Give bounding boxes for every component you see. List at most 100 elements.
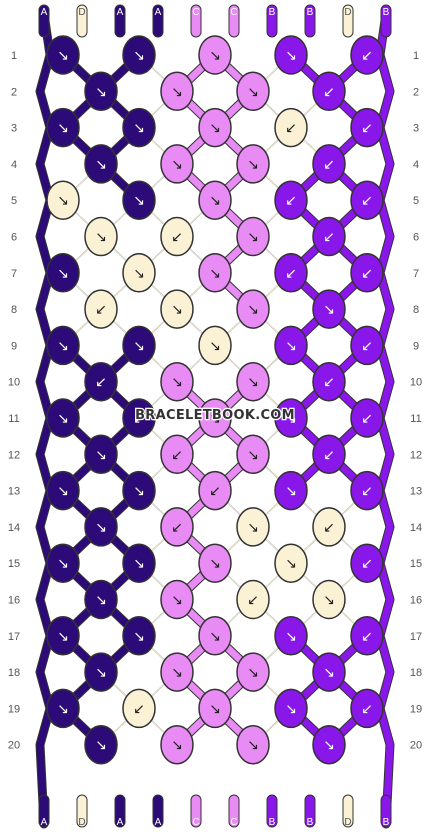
knot bbox=[160, 144, 194, 184]
row-label-right: 7 bbox=[413, 268, 419, 280]
knot-arrow-icon: ↘ bbox=[285, 556, 297, 572]
knot bbox=[84, 361, 118, 402]
knot bbox=[350, 616, 384, 656]
row-label-left: 3 bbox=[11, 123, 17, 135]
knot bbox=[46, 253, 80, 293]
row-label-left: 15 bbox=[8, 558, 20, 570]
row-label-right: 3 bbox=[413, 123, 419, 135]
knot bbox=[46, 543, 80, 583]
knot-arrow-icon: ↘ bbox=[133, 556, 145, 572]
knot-arrow-icon: ↙ bbox=[361, 484, 373, 500]
knot-arrow-icon: ↘ bbox=[57, 701, 69, 717]
top-strand-letter: A bbox=[41, 7, 48, 18]
right-edge-strand bbox=[376, 10, 394, 828]
left-edge-strand bbox=[36, 10, 54, 828]
knot-arrow-icon: ↘ bbox=[95, 157, 107, 173]
knot-arrow-icon: ↘ bbox=[247, 230, 259, 246]
knot bbox=[84, 724, 118, 765]
knot bbox=[122, 616, 156, 656]
top-strand-letter: A bbox=[155, 7, 162, 18]
row-label-left: 2 bbox=[11, 86, 17, 98]
knot-arrow-icon: ↙ bbox=[171, 520, 183, 536]
knot bbox=[46, 180, 80, 220]
row-label-left: 13 bbox=[8, 486, 20, 498]
knot bbox=[236, 71, 270, 112]
knot bbox=[198, 325, 232, 366]
knot bbox=[122, 107, 156, 148]
knot-arrow-icon: ↘ bbox=[247, 157, 259, 173]
bottom-strand-letter: A bbox=[117, 817, 124, 828]
knot-arrow-icon: ↙ bbox=[361, 193, 373, 209]
top-strand-letter: C bbox=[230, 7, 237, 18]
knot-arrow-icon: ↘ bbox=[285, 484, 297, 500]
knot-arrow-icon: ↘ bbox=[247, 84, 259, 100]
knot bbox=[46, 325, 80, 366]
knot bbox=[236, 652, 270, 692]
knot bbox=[198, 35, 232, 75]
knot bbox=[84, 289, 118, 329]
knot bbox=[274, 107, 308, 148]
row-label-left: 1 bbox=[11, 50, 17, 62]
row-label-right: 20 bbox=[410, 740, 422, 752]
row-label-right: 14 bbox=[410, 522, 422, 534]
knot-arrow-icon: ↘ bbox=[171, 157, 183, 173]
row-label-left: 16 bbox=[8, 595, 20, 607]
knot-arrow-icon: ↘ bbox=[95, 84, 107, 100]
knot bbox=[84, 434, 118, 475]
knot bbox=[236, 507, 270, 547]
knot bbox=[350, 688, 384, 729]
row-label-right: 15 bbox=[410, 558, 422, 570]
knot bbox=[312, 216, 346, 257]
knot-arrow-icon: ↙ bbox=[323, 230, 335, 246]
knot-arrow-icon: ↘ bbox=[133, 484, 145, 500]
knot-arrow-icon: ↘ bbox=[247, 302, 259, 318]
knot bbox=[46, 398, 80, 438]
knot bbox=[236, 724, 270, 765]
top-strand-letter: A bbox=[117, 7, 124, 18]
row-label-left: 18 bbox=[8, 667, 20, 679]
knot-arrow-icon: ↘ bbox=[171, 738, 183, 754]
knot-arrow-icon: ↘ bbox=[285, 701, 297, 717]
knot bbox=[274, 35, 308, 75]
row-label-left: 6 bbox=[11, 232, 17, 244]
knot-arrow-icon: ↘ bbox=[247, 447, 259, 463]
row-label-right: 16 bbox=[410, 595, 422, 607]
knot bbox=[350, 253, 384, 293]
knot bbox=[46, 470, 80, 511]
knot bbox=[236, 144, 270, 184]
knot-arrow-icon: ↘ bbox=[57, 484, 69, 500]
knot-arrow-icon: ↘ bbox=[171, 665, 183, 681]
bottom-strand-letter: C bbox=[192, 817, 199, 828]
knot bbox=[236, 434, 270, 475]
knot bbox=[160, 71, 194, 112]
bottom-strand-letter: C bbox=[230, 817, 237, 828]
knot bbox=[350, 398, 384, 438]
knot-arrow-icon: ↘ bbox=[247, 665, 259, 681]
knot bbox=[198, 253, 232, 293]
row-label-left: 14 bbox=[8, 522, 20, 534]
knot-arrow-icon: ↘ bbox=[57, 629, 69, 645]
knot bbox=[160, 507, 194, 547]
top-strand-letter: C bbox=[192, 7, 199, 18]
knot bbox=[274, 616, 308, 656]
knot bbox=[198, 543, 232, 583]
row-label-right: 8 bbox=[413, 304, 419, 316]
knot-arrow-icon: ↘ bbox=[209, 48, 221, 64]
knot-arrow-icon: ↘ bbox=[95, 593, 107, 609]
knot bbox=[312, 507, 346, 547]
knot-arrow-icon: ↘ bbox=[133, 266, 145, 282]
knot-arrow-icon: ↙ bbox=[361, 121, 373, 137]
bottom-strand-letter: D bbox=[344, 817, 351, 828]
knot-arrow-icon: ↘ bbox=[247, 375, 259, 391]
knot-arrow-icon: ↙ bbox=[133, 701, 145, 717]
knot-arrow-icon: ↘ bbox=[209, 121, 221, 137]
knot bbox=[198, 616, 232, 656]
row-label-right: 12 bbox=[410, 449, 422, 461]
knot-arrow-icon: ↙ bbox=[361, 629, 373, 645]
row-label-right: 18 bbox=[410, 667, 422, 679]
row-label-right: 17 bbox=[410, 631, 422, 643]
knot-arrow-icon: ↘ bbox=[57, 556, 69, 572]
knot bbox=[312, 724, 346, 765]
knot bbox=[122, 35, 156, 75]
